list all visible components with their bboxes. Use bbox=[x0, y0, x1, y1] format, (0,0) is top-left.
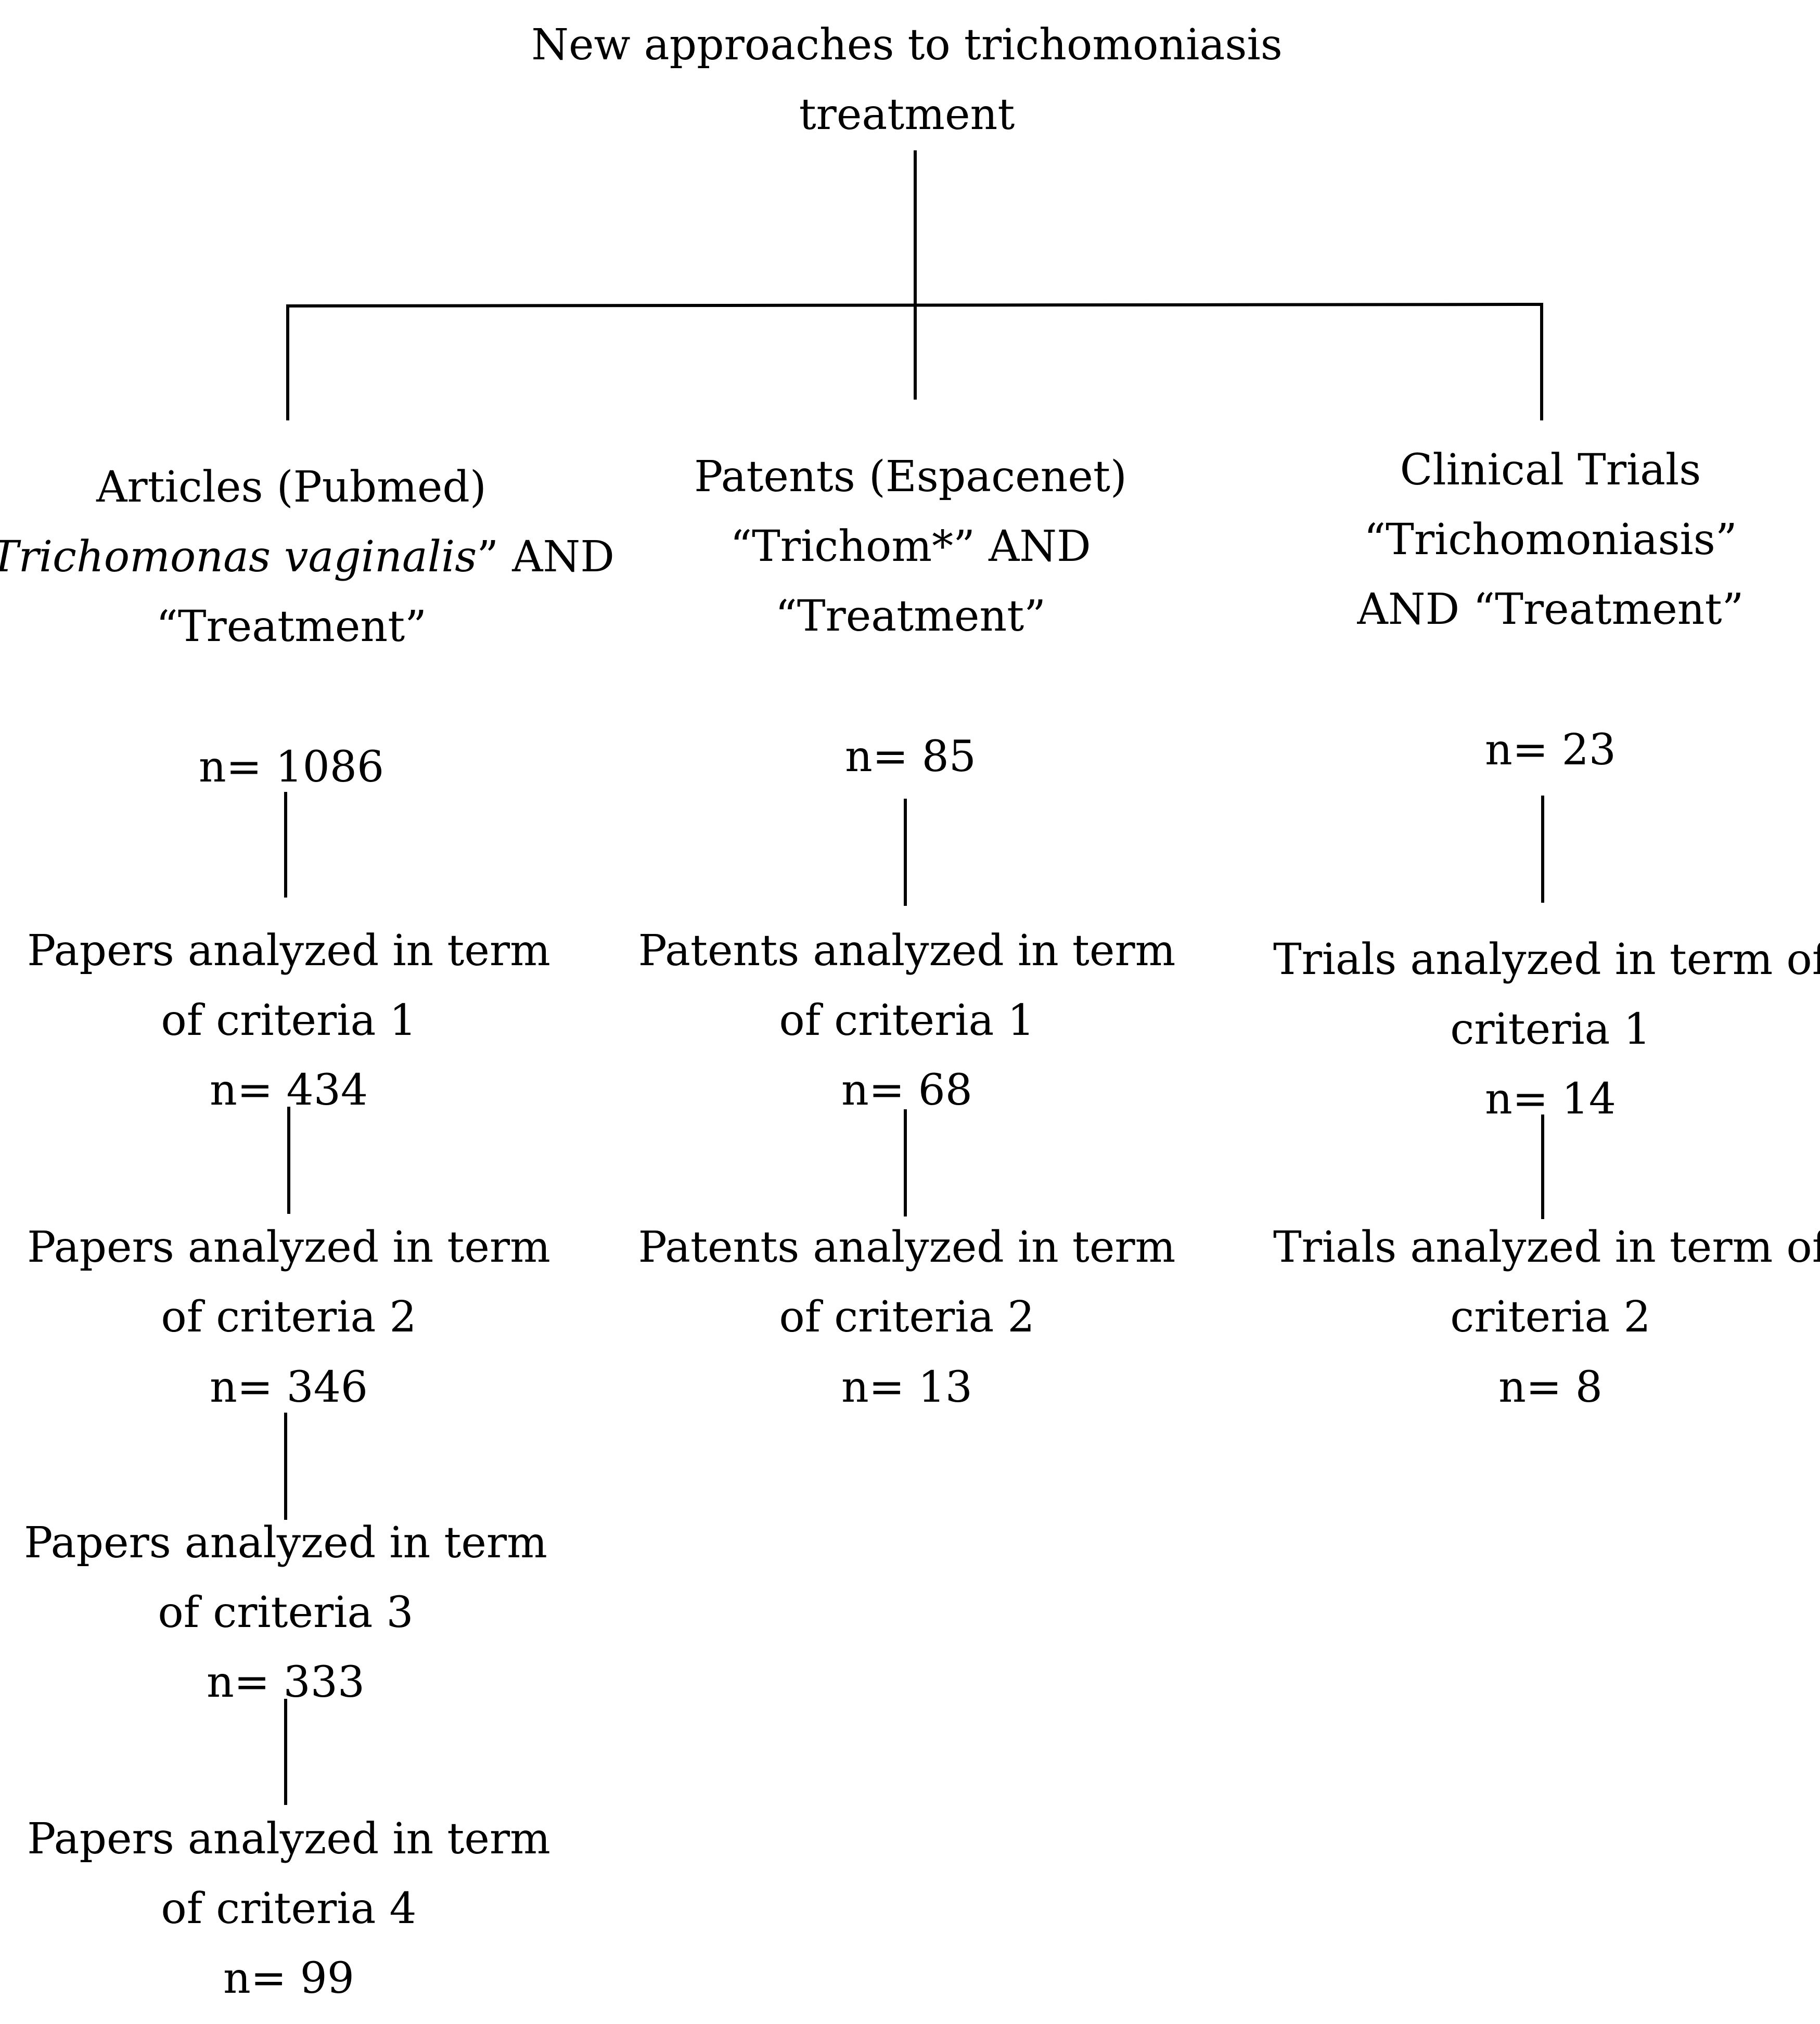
articles-count: n= 1086 bbox=[198, 742, 384, 792]
articles-step-3-count: n= 333 bbox=[206, 1658, 365, 1707]
patents-step-1-line-2: of criteria 1 bbox=[779, 996, 1035, 1045]
articles-step-2-line-1: Papers analyzed in term bbox=[27, 1223, 550, 1272]
root-title-line-2: treatment bbox=[799, 90, 1015, 139]
root-title-line-1: New approaches to trichomoniasis bbox=[531, 20, 1283, 70]
articles-step-2-count: n= 346 bbox=[209, 1363, 368, 1412]
trials-step-1-line-1: Trials analyzed in term of bbox=[1273, 935, 1820, 984]
trials-step-2-line-2: criteria 2 bbox=[1450, 1292, 1651, 1342]
articles-step-3-line-2: of criteria 3 bbox=[158, 1588, 414, 1637]
articles-step-1-line-1: Papers analyzed in term bbox=[27, 926, 550, 976]
trials-count: n= 23 bbox=[1485, 725, 1616, 775]
articles-header-line-2: “Trichomonas vaginalis” AND bbox=[0, 522, 614, 592]
articles-step-4-count: n= 99 bbox=[223, 1954, 354, 2003]
patents-count: n= 85 bbox=[845, 732, 976, 782]
articles-header-line-3: “Treatment” bbox=[156, 602, 427, 651]
trials-header-line-1: Clinical Trials bbox=[1400, 445, 1701, 495]
trials-step-1-line-2: criteria 1 bbox=[1450, 1005, 1651, 1054]
articles-header-line-1: Articles (Pubmed) bbox=[96, 463, 486, 512]
articles-step-1-count: n= 434 bbox=[209, 1066, 368, 1115]
articles-step-4-line-2: of criteria 4 bbox=[161, 1884, 417, 1933]
patents-step-2-line-2: of criteria 2 bbox=[779, 1292, 1035, 1342]
patents-header-line-2: “Trichom*” AND bbox=[730, 522, 1091, 571]
patents-step-2-count: n= 13 bbox=[841, 1363, 972, 1412]
articles-step-4-line-1: Papers analyzed in term bbox=[27, 1814, 550, 1864]
articles-header-and: ” AND bbox=[477, 532, 614, 582]
articles-step-2-line-2: of criteria 2 bbox=[161, 1292, 417, 1342]
articles-step-3-line-1: Papers analyzed in term bbox=[24, 1518, 547, 1568]
patents-header-line-1: Patents (Espacenet) bbox=[694, 452, 1127, 502]
trials-header-line-2: “Trichomoniasis” bbox=[1364, 515, 1737, 565]
articles-header-species-name: Trichomonas vaginalis bbox=[0, 532, 477, 582]
trials-step-2-line-1: Trials analyzed in term of bbox=[1273, 1223, 1820, 1272]
patents-step-2-line-1: Patents analyzed in term bbox=[638, 1223, 1176, 1272]
trials-step-2-count: n= 8 bbox=[1498, 1363, 1603, 1412]
trials-header-line-3: AND “Treatment” bbox=[1357, 585, 1744, 634]
patents-step-1-line-1: Patents analyzed in term bbox=[638, 926, 1176, 976]
trials-step-1-count: n= 14 bbox=[1485, 1074, 1616, 1124]
patents-step-1-count: n= 68 bbox=[841, 1066, 972, 1115]
patents-header-line-3: “Treatment” bbox=[775, 592, 1046, 641]
articles-step-1-line-2: of criteria 1 bbox=[161, 996, 417, 1045]
